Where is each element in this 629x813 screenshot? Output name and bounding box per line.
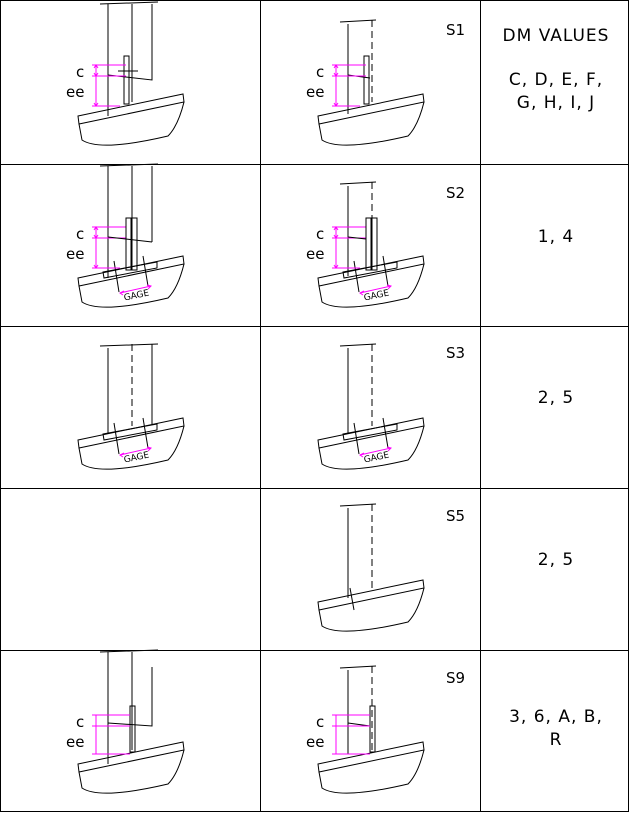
gage-label: GAGE [363, 450, 390, 465]
dim-label-ee: ee [306, 245, 324, 263]
dim-label-ee: ee [66, 245, 84, 263]
dm-values-row-s3: 2, 5 [538, 388, 574, 408]
detail-row4-mid [317, 503, 425, 632]
gage-label: GAGE [123, 450, 150, 465]
detail-row1-left: c ee [66, 1, 185, 146]
detail-row2-mid: c ee GAGE [306, 181, 425, 308]
row-label-s5: S5 [446, 507, 465, 525]
dm-values-heading: DM VALUES [503, 26, 610, 46]
gage-label: GAGE [123, 288, 150, 303]
dm-values-row-s5: 2, 5 [538, 550, 574, 570]
detail-row5-mid: c ee [306, 665, 425, 794]
dim-label-c: c [76, 225, 84, 243]
detail-row3-mid: GAGE [317, 343, 425, 470]
detail-row5-left: c ee [66, 649, 185, 794]
detail-row3-left: GAGE [77, 343, 185, 470]
row-label-s1: S1 [446, 21, 465, 39]
row-label-s3: S3 [446, 344, 465, 362]
dim-label-ee: ee [66, 83, 84, 101]
detail-row2-left: c ee GAGE [66, 163, 185, 308]
row-label-s2: S2 [446, 184, 465, 202]
dim-label-c: c [76, 713, 84, 731]
dm-values-row-s9-line-1: 3, 6, A, B, [509, 707, 603, 727]
gage-label: GAGE [363, 288, 390, 303]
dim-label-ee: ee [306, 733, 324, 751]
dim-label-c: c [76, 63, 84, 81]
row-label-s9: S9 [446, 669, 465, 687]
dim-label-ee: ee [306, 83, 324, 101]
dim-label-c: c [316, 225, 324, 243]
dm-values-row-s2: 1, 4 [538, 227, 574, 247]
detail-row1-mid: c ee [306, 19, 425, 146]
dim-label-c: c [316, 63, 324, 81]
dim-label-ee: ee [66, 733, 84, 751]
dm-values-line-1: C, D, E, F, [509, 70, 603, 90]
dim-label-c: c [316, 713, 324, 731]
dm-values-row-s9-line-2: R [550, 730, 563, 750]
dm-values-line-2: G, H, I, J [517, 93, 595, 113]
